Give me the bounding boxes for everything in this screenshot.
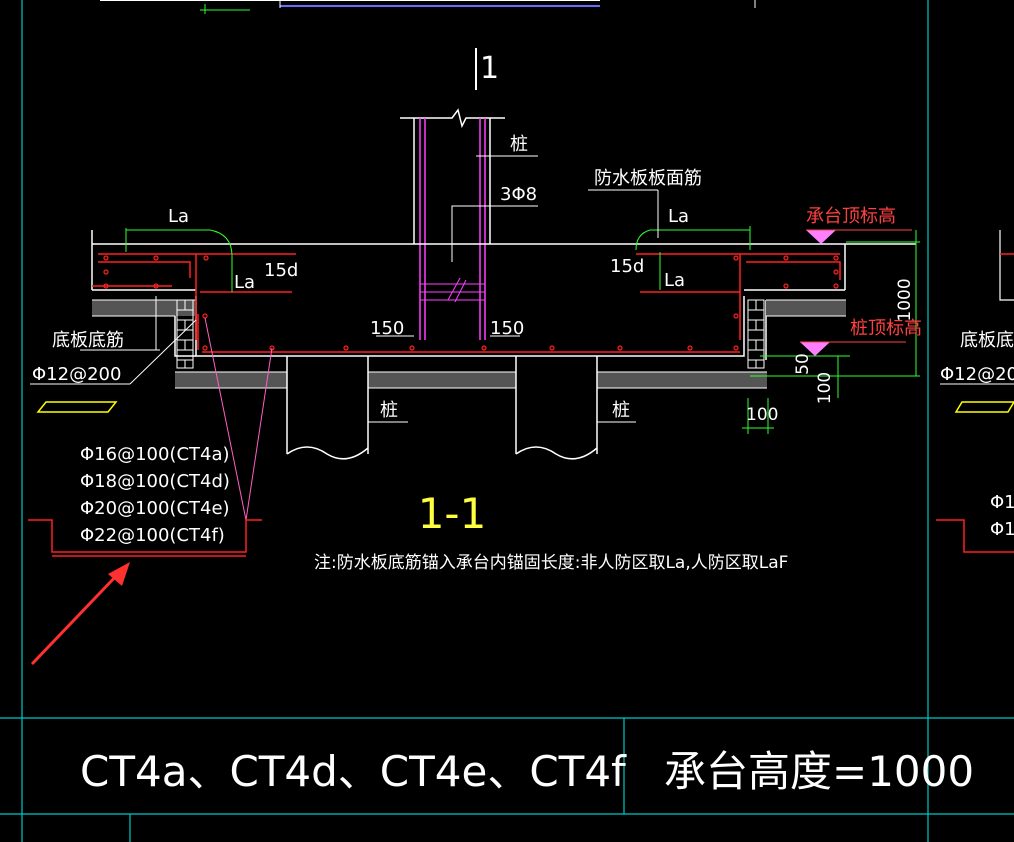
- slab-cushion: [92, 300, 846, 388]
- section-mark-number: 1: [480, 51, 499, 86]
- pointer-arrow: [30, 562, 130, 666]
- title-block-codes: CT4a、CT4d、CT4e、CT4f: [80, 747, 627, 796]
- label-waterproof-top-bar: 防水板板面筋: [594, 168, 702, 189]
- label-offset-left: 150: [370, 318, 404, 339]
- label-la-right-mid: La: [664, 270, 685, 291]
- rebar-lines: [92, 253, 841, 353]
- label-offset-right: 150: [490, 318, 524, 339]
- label-pile-left: 桩: [380, 400, 398, 421]
- dimension-lines: [125, 226, 920, 434]
- label-cap-top-elev: 承台顶标高: [806, 206, 896, 227]
- title-block-height: 承台高度=1000: [664, 747, 974, 796]
- right-ghost-drawing: [936, 230, 1014, 553]
- ghost-rebar-list-item: Φ1: [990, 519, 1014, 540]
- dim-cushion: 100: [815, 372, 835, 404]
- dim-side: 100: [746, 405, 778, 425]
- label-pile-right: 桩: [612, 400, 630, 421]
- label-column-bars: 3Φ8: [500, 184, 537, 205]
- rebar-list-item: Φ18@100(CT4d): [80, 471, 230, 492]
- rebar-list-item: Φ22@100(CT4f): [80, 525, 225, 546]
- drawing-note: 注:防水板底筋锚入承台内锚固长度:非人防区取La,人防区取LaF: [314, 553, 788, 573]
- label-la-right-top: La: [668, 206, 689, 227]
- ghost-bottom-bar-title: 底板底筋: [960, 330, 1014, 351]
- elevation-markers: [800, 229, 912, 356]
- label-la-left-mid: La: [234, 272, 255, 293]
- rebar-list-item: Φ20@100(CT4e): [80, 498, 230, 519]
- label-bend-right: 15d: [610, 256, 644, 277]
- dim-pile-embed: 50: [793, 353, 813, 375]
- ghost-bottom-bar-spec: Φ12@200: [940, 364, 1014, 385]
- dim-cap-height: 1000: [895, 278, 915, 321]
- leader-lines: [30, 155, 659, 423]
- rebar-list-leaders: [204, 317, 273, 521]
- rebar-list-bracket: [28, 519, 262, 557]
- rebar-list-item: Φ16@100(CT4a): [80, 444, 230, 465]
- label-bottom-bar-title: 底板底筋: [52, 330, 124, 351]
- rebar-dots: [103, 255, 839, 351]
- piles: [286, 356, 598, 460]
- label-pile-top: 桩: [510, 134, 528, 155]
- ghost-rebar-list-item: Φ1: [990, 492, 1014, 513]
- bottom-bar-tag: [36, 401, 118, 413]
- section-title: 1-1: [418, 489, 487, 538]
- label-la-left-top: La: [168, 206, 189, 227]
- adjacent-drawing-remnant: [100, 0, 756, 14]
- label-bottom-bar-spec: Φ12@200: [32, 364, 121, 385]
- label-pile-top-elev: 桩顶标高: [850, 318, 922, 339]
- brick-walls: [176, 299, 765, 369]
- column: [400, 108, 505, 340]
- section-cut-mark: 1: [475, 48, 499, 90]
- annotation-text: 桩 3Φ8 防水板板面筋 La La La La 15d 15d 150 150…: [32, 134, 1014, 796]
- label-bend-left: 15d: [264, 260, 298, 281]
